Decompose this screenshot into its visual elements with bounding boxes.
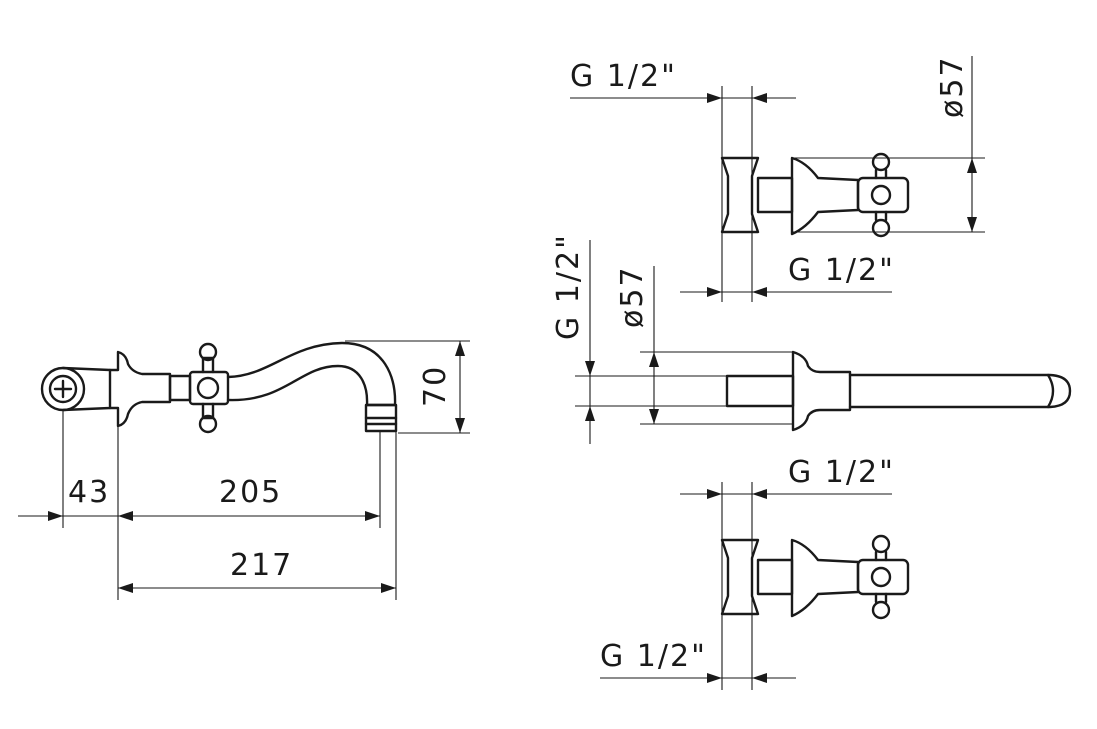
wall-connector [40, 366, 112, 412]
dimension-217: 217 [118, 548, 396, 593]
label-thread-top: G 1/2" [570, 59, 677, 94]
label-217: 217 [230, 548, 293, 583]
top-valve-view: G 1/2" G 1/2" ø57 [570, 55, 985, 302]
bottom-cross-handle-icon [856, 534, 910, 620]
label-dia-top: ø57 [935, 55, 970, 118]
top-cross-handle-icon [856, 152, 910, 238]
escutcheon-flange [108, 350, 172, 428]
spout-aerator [364, 403, 398, 433]
cross-handle-icon [168, 342, 230, 434]
dimension-43-205: 43 205 [18, 475, 380, 521]
label-thread-top-lower: G 1/2" [788, 253, 895, 288]
side-view: 70 43 205 217 [18, 340, 470, 600]
dimension-70: 70 [345, 340, 470, 434]
label-thread-side: G 1/2" [551, 233, 586, 340]
bottom-valve-view: G 1/2" G 1/2" [600, 455, 910, 690]
label-thread-bottom-lower: G 1/2" [600, 639, 707, 674]
label-70: 70 [418, 365, 453, 407]
label-thread-bottom-upper: G 1/2" [788, 455, 895, 490]
spout-side-view: G 1/2" ø57 [551, 233, 1072, 444]
spout [226, 341, 397, 407]
label-43: 43 [68, 475, 110, 510]
label-205: 205 [219, 475, 282, 510]
label-dia-side: ø57 [615, 265, 650, 328]
